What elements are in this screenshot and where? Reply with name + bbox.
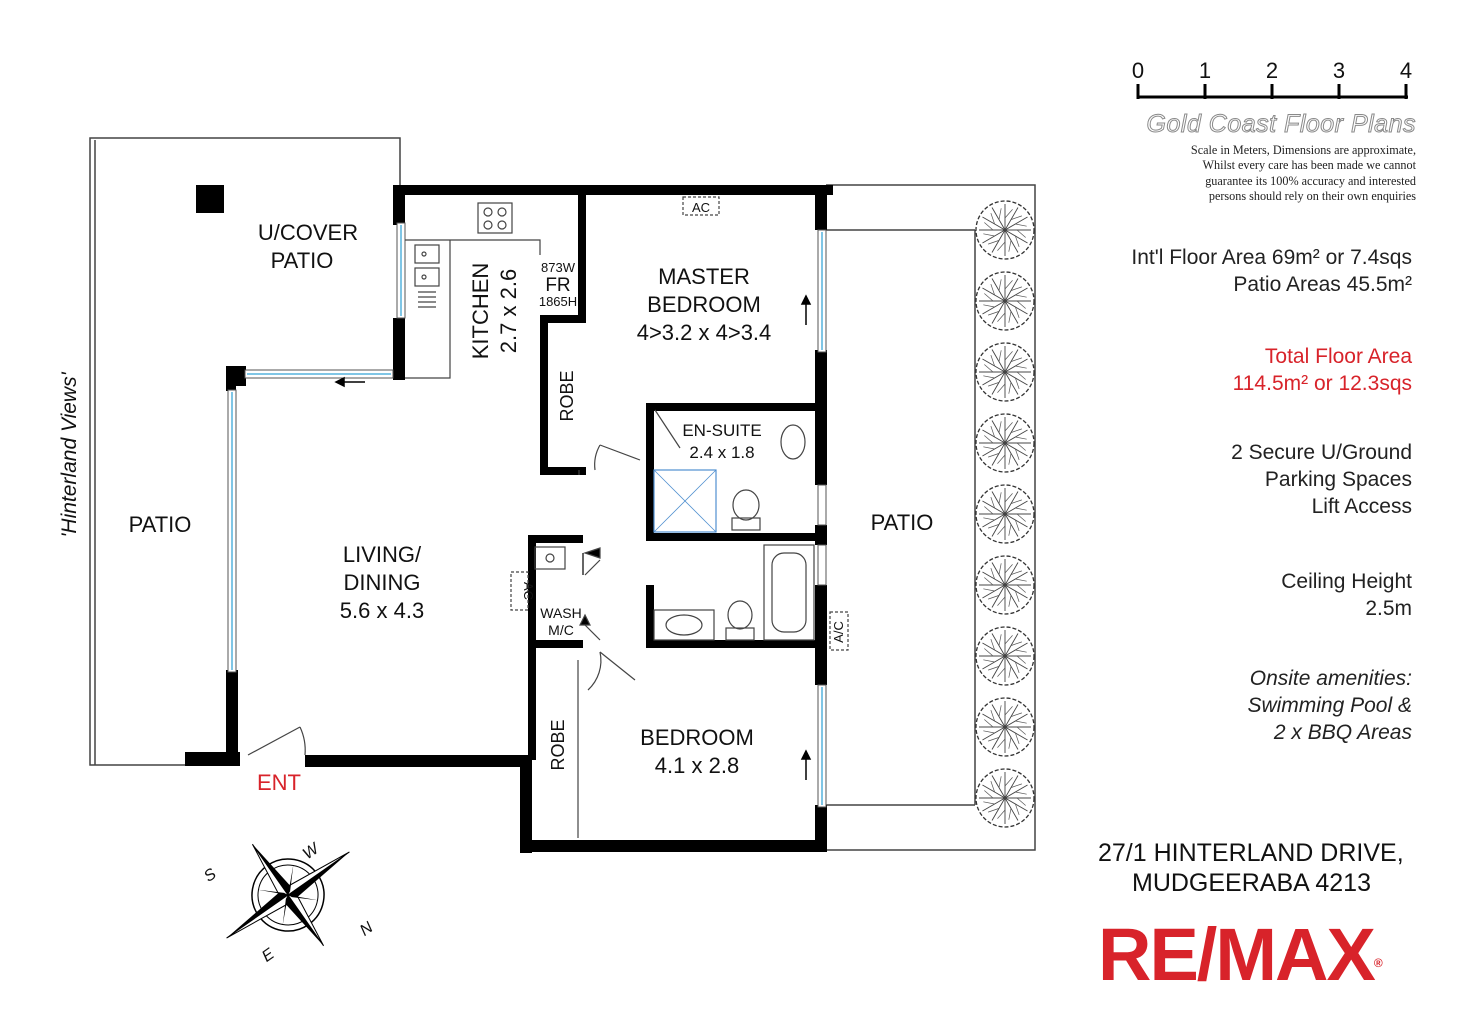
column [196, 185, 224, 213]
amenities-block: Onsite amenities: Swimming Pool & 2 x BB… [1247, 665, 1412, 746]
entry-label: ENT [257, 770, 301, 795]
west-patio-outline [89, 137, 401, 766]
robe-master-label: ROBE [557, 370, 577, 421]
fridge-width: 873W [541, 260, 576, 275]
walls [185, 185, 833, 853]
tree-icon [975, 484, 1035, 544]
living-label-2: DINING [344, 570, 421, 595]
bedroom-dimensions: 4.1 x 2.8 [655, 753, 739, 778]
tree-icon [975, 768, 1035, 828]
bathroom-fixtures [577, 424, 815, 838]
internal-floor-area: Int'l Floor Area 69m² or 7.4sqs [1131, 246, 1412, 269]
kitchen-dimensions: 2.7 x 2.6 [496, 269, 521, 353]
living-label-1: LIVING/ [343, 542, 422, 567]
ceiling-height-label: Ceiling Height [1281, 570, 1412, 593]
kitchen-label: KITCHEN [468, 263, 493, 360]
master-dimensions: 4>3.2 x 4>3.4 [637, 320, 772, 345]
wash-label: WASH [540, 605, 581, 621]
patio-area: Patio Areas 45.5m² [1233, 273, 1412, 296]
master-label-2: BEDROOM [647, 292, 761, 317]
window-glass [231, 225, 823, 805]
tree-icon [975, 200, 1035, 260]
scale-tick-0: 0 [1132, 58, 1144, 83]
amenity-item: Swimming Pool & [1247, 694, 1412, 717]
doors [247, 409, 681, 756]
amenities-title: Onsite amenities: [1249, 667, 1412, 690]
scale-tick-4: 4 [1400, 58, 1412, 83]
ensuite-dimensions: 2.4 x 1.8 [689, 443, 754, 462]
ac-wash-label: AC [521, 582, 536, 600]
fridge-label: FR [545, 275, 570, 296]
floor-area-block: Int'l Floor Area 69m² or 7.4sqs Patio Ar… [1131, 244, 1412, 298]
tree-icon [975, 413, 1035, 473]
fridge-height: 1865H [539, 294, 577, 309]
total-floor-area-value: 114.5m² or 12.3sqs [1232, 372, 1412, 395]
scale-disclaimer: Scale in Meters, Dimensions are approxim… [1096, 143, 1416, 204]
kitchen-fixtures [405, 196, 849, 651]
east-patio-outline [826, 184, 1036, 851]
ensuite-label: EN-SUITE [682, 421, 761, 440]
remax-logo: RE/MAX® [1098, 915, 1383, 995]
disclaimer-line: guarantee its 100% accuracy and interest… [1205, 173, 1416, 188]
disclaimer-line: Scale in Meters, Dimensions are approxim… [1190, 143, 1416, 157]
disclaimer-line: persons should rely on their own enquiri… [1208, 188, 1416, 203]
tree-icon [975, 626, 1035, 686]
tree-icon [975, 697, 1035, 757]
remax-logo-text: RE/MAX [1098, 913, 1376, 996]
compass-s: S [201, 865, 220, 885]
scale-tick-2: 2 [1266, 58, 1278, 83]
disclaimer-line: Whilst every care has been made we canno… [1202, 158, 1416, 173]
living-dimensions: 5.6 x 4.3 [340, 598, 424, 623]
ac-patio-label: A/C [831, 621, 846, 643]
master-label-1: MASTER [658, 264, 750, 289]
total-floor-area-label: Total Floor Area [1264, 345, 1412, 368]
scale-tick-1: 1 [1199, 58, 1211, 83]
tree-icon [975, 555, 1035, 615]
address-line-1: 27/1 HINTERLAND DRIVE, [1098, 839, 1404, 867]
address-line-2: MUDGEERABA 4213 [1132, 869, 1371, 897]
registered-mark: ® [1373, 956, 1383, 970]
parking-line: Parking Spaces [1264, 468, 1412, 491]
compass-e: E [259, 945, 278, 965]
mc-label: M/C [548, 622, 574, 638]
slide-arrows [334, 294, 812, 780]
ceiling-height-value: 2.5m [1365, 597, 1412, 620]
compass-n: N [357, 919, 377, 940]
scale-bar [1136, 84, 1408, 99]
bedroom-label: BEDROOM [640, 725, 754, 750]
compass-rose [226, 843, 350, 947]
ceiling-block: Ceiling Height 2.5m [1281, 568, 1412, 622]
compass-w: W [300, 839, 324, 863]
lift-access: Lift Access [1311, 495, 1412, 518]
parking-line: 2 Secure U/Ground [1231, 441, 1412, 464]
total-area-block: Total Floor Area 114.5m² or 12.3sqs [1233, 343, 1412, 397]
hinterland-views-label: 'Hinterland Views' [58, 371, 81, 537]
amenity-item: 2 x BBQ Areas [1273, 721, 1412, 744]
ucover-patio-label-1: U/COVER [258, 220, 358, 245]
ucover-patio-label-2: PATIO [271, 248, 334, 273]
tree-icon [975, 271, 1035, 331]
patio-west-label: PATIO [129, 512, 192, 537]
gold-coast-floor-plans-brand: Gold Coast Floor Plans [1146, 110, 1416, 139]
patio-east-label: PATIO [871, 510, 934, 535]
robe-bedroom-label: ROBE [548, 719, 568, 770]
property-address: 27/1 HINTERLAND DRIVE, MUDGEERABA 4213 [1098, 838, 1404, 898]
ac-master-label: AC [692, 200, 710, 215]
scale-tick-3: 3 [1333, 58, 1345, 83]
parking-block: 2 Secure U/Ground Parking Spaces Lift Ac… [1231, 439, 1412, 520]
tree-icon [975, 342, 1035, 402]
trees [975, 200, 1035, 828]
